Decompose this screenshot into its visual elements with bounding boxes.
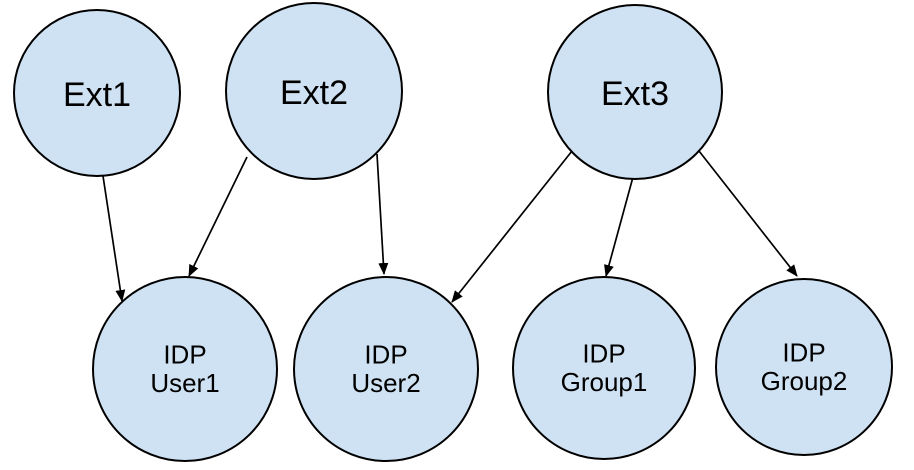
edge-ext3-to-idp-user2 (451, 150, 573, 303)
node-idp-user2-circle (293, 276, 479, 462)
node-ext2: Ext2 (225, 2, 403, 180)
node-idp-group2-circle (715, 278, 893, 456)
edge-ext3-to-idp-group2 (698, 150, 798, 277)
node-ext3: Ext3 (547, 4, 723, 180)
node-ext3-label: Ext3 (601, 75, 669, 113)
node-ext2-circle (225, 2, 403, 180)
node-idp-user1-circle (92, 276, 278, 462)
node-ext1-circle (13, 9, 181, 177)
node-ext3-circle (547, 4, 723, 180)
edge-ext3-to-idp-group1 (604, 176, 634, 277)
edge-ext2-to-idp-user1 (188, 156, 248, 277)
node-ext2-label: Ext2 (280, 74, 348, 112)
edge-ext2-to-idp-user2 (376, 153, 389, 275)
node-ext1: Ext1 (13, 9, 181, 177)
node-idp-group1-circle (512, 276, 696, 460)
node-ext1-label: Ext1 (63, 76, 131, 114)
edge-ext1-to-idp-user1 (102, 175, 126, 302)
